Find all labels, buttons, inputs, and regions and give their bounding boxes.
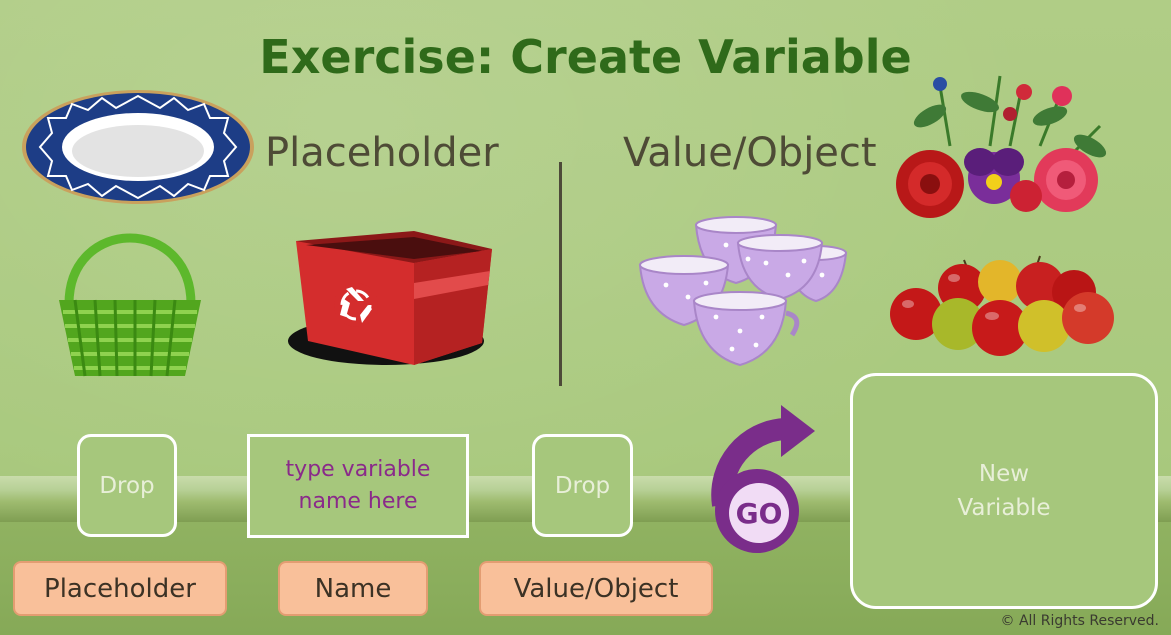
go-button-label: GO (736, 497, 783, 530)
divider (559, 162, 562, 386)
new-variable-label: New Variable (957, 460, 1051, 522)
name-label-button[interactable]: Name (278, 561, 428, 616)
page-title: Exercise: Create Variable (259, 30, 912, 84)
value-object-label-button[interactable]: Value/Object (479, 561, 713, 616)
value-drop-zone[interactable]: Drop (532, 434, 633, 537)
teacups-icon[interactable] (636, 213, 856, 373)
placeholder-drop-zone[interactable]: Drop (77, 434, 177, 537)
apples-icon[interactable] (888, 252, 1120, 360)
value-object-heading: Value/Object (623, 130, 877, 176)
flowers-icon[interactable] (890, 66, 1122, 226)
copyright-notice: © All Rights Reserved. (1000, 613, 1159, 629)
go-button[interactable]: GO (707, 405, 819, 555)
basket-icon[interactable] (55, 226, 205, 381)
recycle-box-icon[interactable] (286, 223, 501, 368)
new-variable-box[interactable]: New Variable (850, 373, 1158, 609)
placeholder-heading: Placeholder (265, 130, 499, 176)
placeholder-label-button[interactable]: Placeholder (13, 561, 227, 616)
variable-name-input[interactable]: type variable name here (247, 434, 469, 538)
plate-icon[interactable] (20, 88, 256, 206)
